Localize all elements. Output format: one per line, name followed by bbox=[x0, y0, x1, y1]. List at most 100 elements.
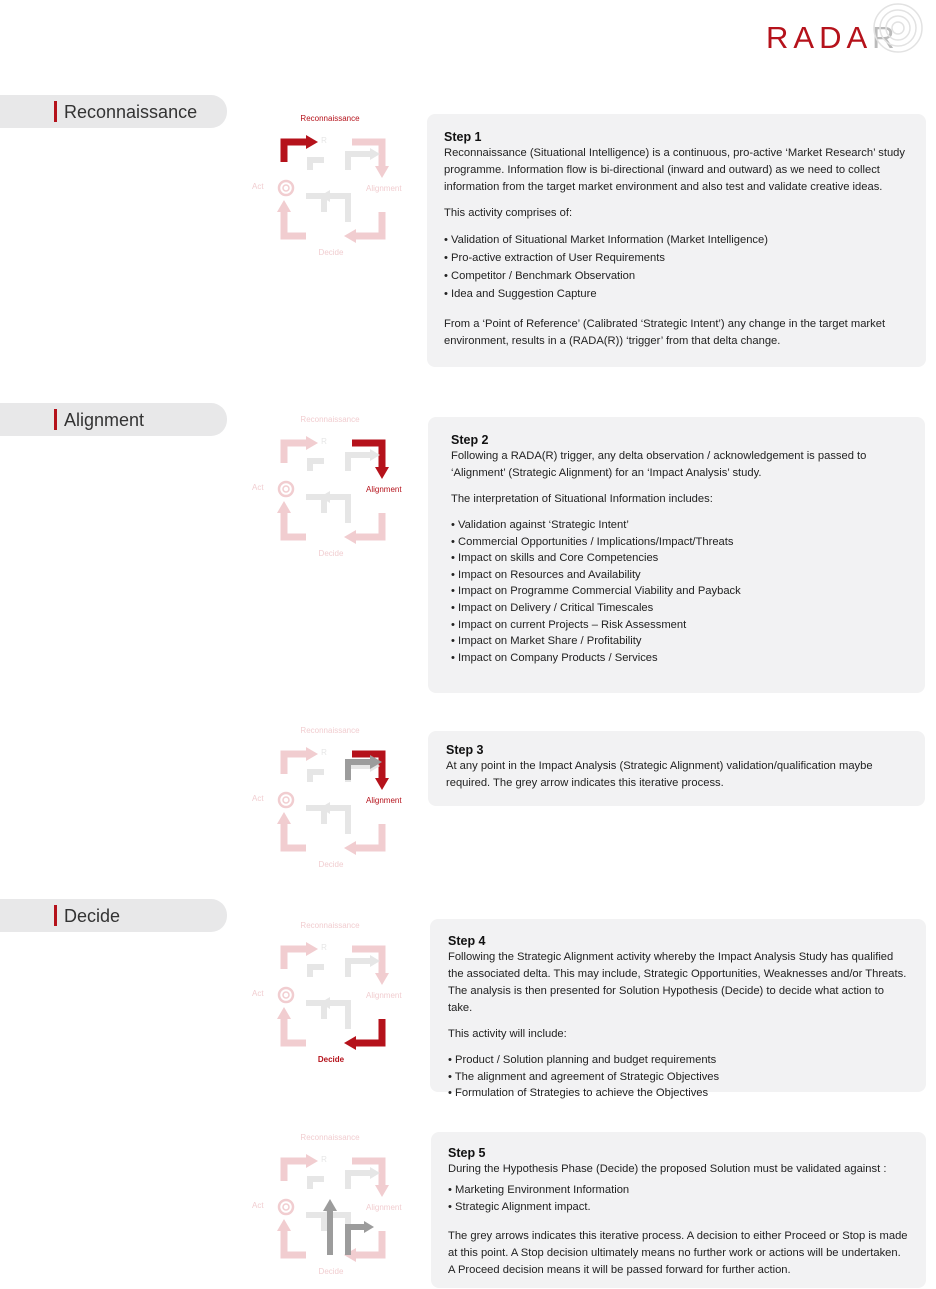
step-outro: The grey arrows indicates this iterative… bbox=[448, 1230, 908, 1277]
step-2-card: Step 2 Following a RADA(R) trigger, any … bbox=[428, 417, 925, 693]
inner-arrow-align bbox=[345, 452, 370, 471]
cycle-arrow-decide bbox=[356, 1231, 386, 1259]
step-5-card: Step 5 During the Hypothesis Phase (Deci… bbox=[431, 1132, 926, 1288]
step-title: Step 1 bbox=[444, 130, 482, 144]
diagram-label-center: R bbox=[321, 136, 327, 145]
step-bullets: Marketing Environment Information Strate… bbox=[448, 1182, 909, 1215]
diagram-label-top: Reconnaissance bbox=[300, 1133, 360, 1142]
step-bullets: Product / Solution planning and budget r… bbox=[448, 1052, 908, 1102]
diagram-label-bottom: Decide bbox=[318, 1055, 345, 1064]
section-marker bbox=[54, 409, 57, 430]
inner-arrowhead-align bbox=[370, 955, 380, 967]
inner-arrow-act bbox=[306, 193, 327, 212]
inner-arrow-act bbox=[306, 494, 327, 513]
list-item: Impact on Market Share / Profitability bbox=[451, 633, 902, 650]
iterative-arrow-2 bbox=[345, 1224, 364, 1255]
diagram-label-left: Act bbox=[252, 182, 264, 191]
inner-arrowhead-align bbox=[370, 449, 380, 461]
swirl-core bbox=[282, 1203, 290, 1211]
diagram-label-bottom: Decide bbox=[319, 860, 344, 869]
inner-arrow-act bbox=[306, 805, 327, 824]
list-item: Commercial Opportunities / Implications/… bbox=[451, 534, 902, 551]
cycle-arrowhead-align bbox=[375, 467, 389, 479]
step-title: Step 5 bbox=[448, 1146, 486, 1160]
inner-arrow-recon bbox=[307, 769, 324, 782]
step-bullets: Validation of Situational Market Informa… bbox=[444, 231, 909, 303]
swirl-icon bbox=[277, 791, 295, 809]
section-marker bbox=[54, 905, 57, 926]
inner-arrow-align bbox=[345, 151, 370, 170]
section-label: Alignment bbox=[64, 410, 145, 430]
diagram-label-bottom: Decide bbox=[319, 549, 344, 558]
iterative-arrowhead bbox=[370, 755, 382, 769]
radar-logo: RADAR bbox=[766, 3, 926, 60]
inner-arrow-align bbox=[345, 958, 370, 977]
list-item: Impact on Delivery / Critical Timescales bbox=[451, 600, 902, 617]
inner-arrow-act bbox=[306, 1212, 327, 1231]
diagram-label-right: Alignment bbox=[366, 991, 402, 1000]
swirl-icon bbox=[277, 179, 295, 197]
section-tab-decide: Decide bbox=[0, 899, 227, 932]
cycle-arrow-act bbox=[280, 212, 306, 240]
step-intro: Reconnaissance (Situational Intelligence… bbox=[444, 147, 905, 193]
cycle-arrow-recon bbox=[280, 945, 306, 969]
cycle-arrowhead-decide bbox=[344, 229, 356, 243]
section-label: Decide bbox=[64, 906, 121, 926]
cycle-arrow-act bbox=[280, 824, 306, 852]
list-item: Marketing Environment Information bbox=[448, 1182, 909, 1199]
cycle-arrowhead-act bbox=[277, 200, 291, 212]
cycle-arrowhead-align bbox=[375, 778, 389, 790]
list-item: The alignment and agreement of Strategic… bbox=[448, 1069, 908, 1086]
cycle-arrow-decide bbox=[356, 1019, 386, 1047]
section-tab-alignment: Alignment bbox=[0, 403, 227, 436]
section-label: Reconnaissance bbox=[64, 102, 198, 122]
diagram-label-center: R bbox=[321, 437, 327, 446]
step-bullets: Validation against ‘Strategic Intent’ Co… bbox=[451, 517, 902, 666]
cycle-arrowhead-decide bbox=[344, 530, 356, 544]
inner-arrow-recon bbox=[307, 157, 324, 170]
cycle-arrow-decide bbox=[356, 212, 386, 240]
cycle-arrow-act bbox=[280, 1019, 306, 1047]
diagram-label-left: Act bbox=[252, 1201, 264, 1210]
cycle-arrowhead-act bbox=[277, 501, 291, 513]
radar-rings-icon bbox=[873, 3, 923, 53]
list-item: Validation of Situational Market Informa… bbox=[444, 231, 909, 249]
step-lead: This activity comprises of: bbox=[444, 207, 573, 219]
list-item: Impact on Programme Commercial Viability… bbox=[451, 583, 902, 600]
list-item: Impact on Company Products / Services bbox=[451, 650, 902, 667]
diagram-label-center: R bbox=[321, 943, 327, 952]
step-title: Step 3 bbox=[446, 743, 484, 757]
cycle-arrow-align bbox=[352, 945, 386, 973]
diagram-label-left: Act bbox=[252, 483, 264, 492]
cycle-arrowhead-recon bbox=[306, 436, 318, 450]
cycle-arrowhead-align bbox=[375, 166, 389, 178]
cycle-arrowhead-align bbox=[375, 973, 389, 985]
cycle-arrowhead-act bbox=[277, 812, 291, 824]
swirl-icon bbox=[277, 480, 295, 498]
cycle-arrowhead-recon bbox=[306, 747, 318, 761]
step-intro: At any point in the Impact Analysis (Str… bbox=[446, 760, 873, 789]
diagram-label-left: Act bbox=[252, 794, 264, 803]
swirl-icon bbox=[277, 986, 295, 1004]
diagram-label-bottom: Decide bbox=[319, 248, 344, 257]
inner-arrow-recon bbox=[307, 964, 324, 977]
cycle-arrow-decide bbox=[356, 824, 386, 852]
list-item: Pro-active extraction of User Requiremen… bbox=[444, 249, 909, 267]
cycle-arrow-recon bbox=[280, 138, 306, 162]
inner-arrow-decide bbox=[330, 494, 351, 523]
cycle-arrowhead-decide bbox=[344, 1036, 356, 1050]
diagram-label-top: Reconnaissance bbox=[300, 726, 360, 735]
inner-arrow-decide bbox=[330, 1000, 351, 1029]
list-item: Competitor / Benchmark Observation bbox=[444, 267, 909, 285]
inner-arrowhead-align bbox=[370, 1167, 380, 1179]
cycle-arrow-align bbox=[352, 138, 386, 166]
diagram-label-right: Alignment bbox=[366, 485, 402, 494]
inner-arrow-align bbox=[345, 763, 370, 782]
